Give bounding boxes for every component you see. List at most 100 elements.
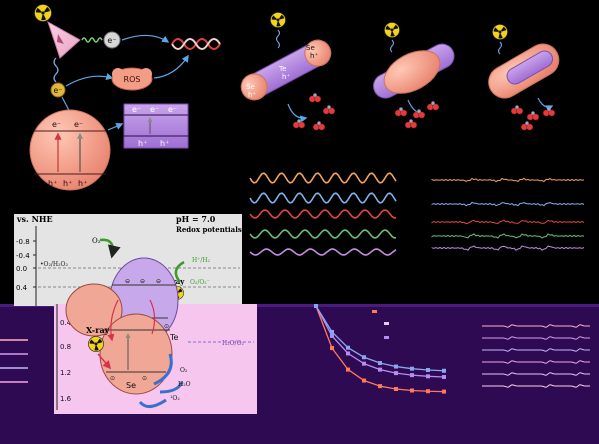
te-hole: ⊙ xyxy=(164,323,169,330)
o2-product-label: O₂ xyxy=(180,367,188,374)
panel-e-decay-curves xyxy=(314,304,446,394)
o2-product-arrow xyxy=(153,353,173,386)
oxygen-molecule-icon xyxy=(308,93,322,103)
arrow-to-oxygen xyxy=(287,103,308,123)
se-hole: ⊙ xyxy=(110,375,115,382)
axis-title: E vs. NHE xyxy=(8,214,53,224)
electron-transfer-arrow xyxy=(107,299,119,342)
epr-spectrum-trace xyxy=(431,245,585,251)
decay-point xyxy=(314,304,318,308)
decay-point xyxy=(426,374,430,379)
energy-ticks: -0.8-0.40.00.40.40.81.21.6 xyxy=(16,238,72,403)
o2-h2o2-label: •O₂/H₂O₂ xyxy=(40,261,68,268)
h2o-o2-label: H₂O/O₂ xyxy=(222,340,244,347)
cb-electron-1: e⁻ xyxy=(52,120,61,129)
epr-spectrum-trace xyxy=(482,324,590,328)
wave-icon xyxy=(81,37,103,43)
epr-spectrum-trace xyxy=(482,336,590,340)
epr-spectrum-trace xyxy=(431,177,585,183)
oxygen-molecule-icon xyxy=(292,119,306,129)
cb-electron-2: e⁻ xyxy=(74,120,83,129)
oxygen-molecule-icon xyxy=(520,121,534,131)
se-band-label: Se xyxy=(126,381,136,390)
xray-source-cone xyxy=(47,20,81,59)
legend-marker xyxy=(384,322,389,325)
se-right-hole: h⁺ xyxy=(310,52,318,60)
panel-b-nanorods: Se h⁺ Te h⁺ Se h⁺ xyxy=(240,12,560,131)
decay-point xyxy=(378,384,382,389)
epr-spectrum-trace xyxy=(482,348,590,352)
decay-point xyxy=(426,367,430,372)
redox-title: Redox potentials xyxy=(176,225,242,234)
radiation-icon xyxy=(270,12,286,28)
electron-top xyxy=(103,31,121,49)
singlet-o2-label: ¹O₂ xyxy=(170,395,180,402)
o2-reactant-label: O₂ xyxy=(92,237,101,245)
hole-transfer-arrow xyxy=(149,299,156,335)
decay-point xyxy=(346,345,350,350)
energy-tick-label: 1.2 xyxy=(60,369,71,377)
energy-tick-label: 0.4 xyxy=(60,319,72,327)
decay-point xyxy=(362,378,366,383)
oxygen-molecule-icon xyxy=(312,121,326,131)
h2o-product-arrow xyxy=(159,381,184,394)
xray-left-label: X-ray xyxy=(86,325,110,335)
electron-left xyxy=(50,82,66,98)
oxygen-molecule-icon xyxy=(510,105,524,115)
green-reduction-arrow xyxy=(99,238,121,259)
arrow-to-band xyxy=(107,122,124,131)
oxygen-molecule-icon xyxy=(426,101,440,111)
energy-tick-label: 0.0 xyxy=(16,265,27,273)
te-hole: h⁺ xyxy=(282,73,290,81)
te-electron: ⊖ xyxy=(125,278,130,285)
epr-spectrum-trace xyxy=(431,219,585,225)
te-cb-electron-3: e⁻ xyxy=(168,105,177,114)
h-h2-label: H⁺/H₂ xyxy=(192,257,211,264)
decay-point xyxy=(378,367,382,372)
te-cb-electron-2: e⁻ xyxy=(150,105,159,114)
coated-nanorod-1 xyxy=(373,43,455,99)
oxygen-molecule-icon xyxy=(542,107,556,117)
epr-spectrum-trace xyxy=(482,372,590,376)
wave-down xyxy=(53,57,59,83)
panel-d-band-diagram: -0.8-0.40.00.40.40.81.21.6 E vs. NHE pH … xyxy=(8,214,257,414)
se-te-se-nanorod xyxy=(240,39,332,101)
te-label: Te xyxy=(278,65,286,73)
se-right-label: Se xyxy=(306,44,315,52)
arrow-to-ros xyxy=(65,73,114,87)
green-oxidation-arrow xyxy=(174,260,185,283)
panel-a-mechanism: e⁻ e⁻ ROS e⁻ e⁻ h⁺ h⁺ h⁺ e⁻ e⁻ xyxy=(29,4,221,191)
radiation-icon xyxy=(34,4,52,22)
vb-hole-3: h⁺ xyxy=(78,179,87,188)
decay-point xyxy=(394,364,398,369)
o2-superoxide-label: O₂/O₂⁻ xyxy=(190,279,210,286)
te-electron: ⊖ xyxy=(140,278,145,285)
radiation-icon xyxy=(88,336,104,352)
energy-tick-label: 0.8 xyxy=(60,343,71,351)
decay-point xyxy=(442,375,446,380)
se-hole: ⊙ xyxy=(142,375,147,382)
vb-hole-2: h⁺ xyxy=(63,179,72,188)
se-sphere-band xyxy=(29,109,111,191)
vb-hole-1: h⁺ xyxy=(48,179,57,188)
te-electron: ⊖ xyxy=(156,278,161,285)
ph-label: pH = 7.0 xyxy=(176,214,216,224)
radiation-icon xyxy=(492,24,508,40)
decay-point xyxy=(362,355,366,360)
wave-icon xyxy=(389,39,395,53)
spectrum-trace xyxy=(249,248,397,256)
decay-point xyxy=(442,368,446,373)
singlet-o2-arrow xyxy=(138,398,167,408)
epr-spectrum-trace xyxy=(431,233,585,239)
legend-marker xyxy=(372,310,377,313)
te-vb-hole-2: h⁺ xyxy=(160,139,169,148)
dna-icon xyxy=(171,38,221,50)
energy-tick-label: 0.4 xyxy=(16,284,28,292)
decay-point xyxy=(330,333,334,338)
arrow-ros-to-dna xyxy=(153,54,189,79)
decay-point xyxy=(362,361,366,366)
oxygen-molecule-icon xyxy=(394,107,408,117)
ros-cloud-icon xyxy=(111,67,153,91)
